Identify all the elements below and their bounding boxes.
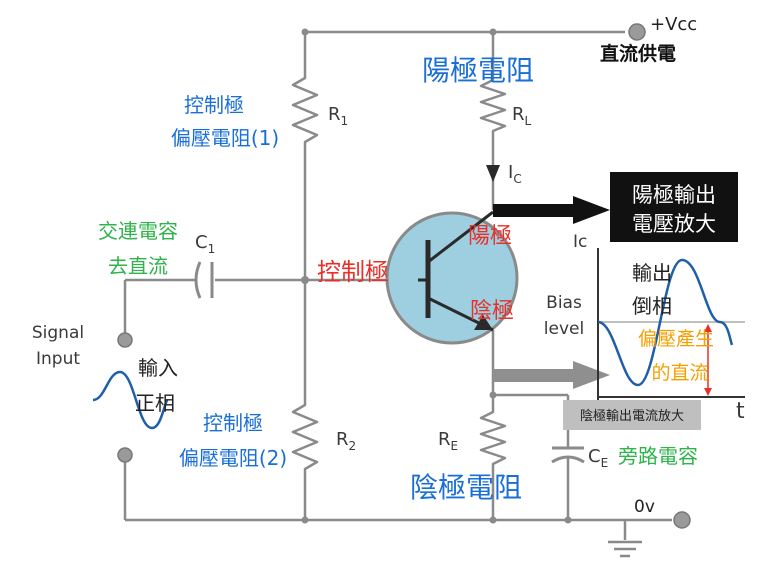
signal-input-line2: Input: [36, 349, 80, 369]
transistor-collector-lead: [427, 210, 494, 264]
emitter-arrow-icon: [474, 315, 493, 330]
rl-label: 陽極電阻: [422, 54, 534, 87]
transistor: [385, 210, 519, 345]
collector-output-box: [610, 172, 738, 242]
bias-level-line2: level: [544, 319, 584, 339]
output-sine-wave: [597, 258, 734, 387]
rl-name: RL: [512, 104, 532, 128]
dc-supply-label: 直流供電: [600, 42, 676, 65]
r1-resistor: [291, 68, 319, 152]
bias-note-line1: 偏壓產生: [638, 328, 714, 350]
c1-label-line1: 交連電容: [98, 219, 178, 243]
collector-output-arrow: [493, 196, 610, 224]
transistor-body: [385, 211, 519, 345]
emitter-output-arrow: [493, 361, 610, 389]
junction-dot: [489, 516, 497, 524]
r2-resistor: [291, 395, 319, 484]
bias-level-line1: Bias: [546, 293, 582, 313]
junction-dot: [301, 276, 309, 284]
input-terminal-bottom: [117, 447, 133, 463]
input-sine-wave: [92, 370, 169, 430]
junction-dot: [489, 28, 497, 36]
signal-input-line1: Signal: [32, 323, 84, 343]
junction-dot: [301, 28, 309, 36]
ground-symbol: [608, 540, 642, 558]
input-terminal-top: [117, 332, 133, 348]
inverted-line1: 輸出: [632, 261, 672, 285]
junction-dot: [301, 516, 309, 524]
inverted-line2: 倒相: [632, 294, 672, 318]
r1-name: R1: [328, 104, 348, 128]
bias-arrow-up-icon: [704, 324, 712, 332]
input-phase-line1: 輸入: [138, 356, 178, 380]
ce-label: 旁路電容: [618, 444, 698, 468]
re-label: 陰極電阻: [410, 471, 522, 504]
output-graph: [597, 248, 745, 400]
r2-label-line2: 偏壓電阻(2): [179, 446, 287, 470]
input-phase-line2: 正相: [135, 391, 175, 415]
ic-label: IC: [508, 162, 522, 186]
graph-y-label: Ic: [573, 232, 587, 252]
ground-voltage-label: 0v: [634, 497, 655, 517]
collector-output-line2: 電壓放大: [632, 212, 716, 236]
ce-capacitor: [551, 446, 585, 464]
re-name: RE: [438, 429, 458, 453]
bias-arrow-down-icon: [704, 388, 712, 396]
c1-label-line2: 去直流: [108, 254, 168, 278]
junction-dot: [564, 516, 572, 524]
emitter-output-box: [563, 400, 701, 430]
re-resistor: [479, 405, 507, 470]
wires: [123, 30, 672, 540]
ce-name: CE: [588, 446, 608, 470]
r2-label-line1: 控制極: [203, 411, 263, 435]
junction-dot: [489, 391, 497, 399]
base-label: 控制極: [317, 258, 389, 286]
graph-x-label: t: [736, 399, 745, 424]
current-arrow-icon: [486, 165, 500, 182]
vcc-label: +Vcc: [650, 14, 697, 35]
c1-capacitor: [194, 261, 214, 299]
ground-terminal: [673, 511, 691, 529]
junctions: [301, 28, 572, 524]
bias-note-line2: 的直流: [651, 362, 708, 384]
r1-label-line2: 偏壓電阻(1): [171, 126, 279, 150]
vcc-terminal: [628, 23, 646, 41]
collector-label: 陽極: [468, 224, 512, 249]
rl-resistor: [479, 72, 507, 135]
r1-label-line1: 控制極: [184, 93, 244, 117]
emitter-label: 陰極: [470, 299, 514, 324]
c1-name: C1: [195, 232, 215, 256]
collector-output-line1: 陽極輸出: [632, 183, 716, 207]
emitter-output-label: 陰極輸出電流放大: [580, 408, 684, 424]
r2-name: R2: [336, 429, 356, 453]
